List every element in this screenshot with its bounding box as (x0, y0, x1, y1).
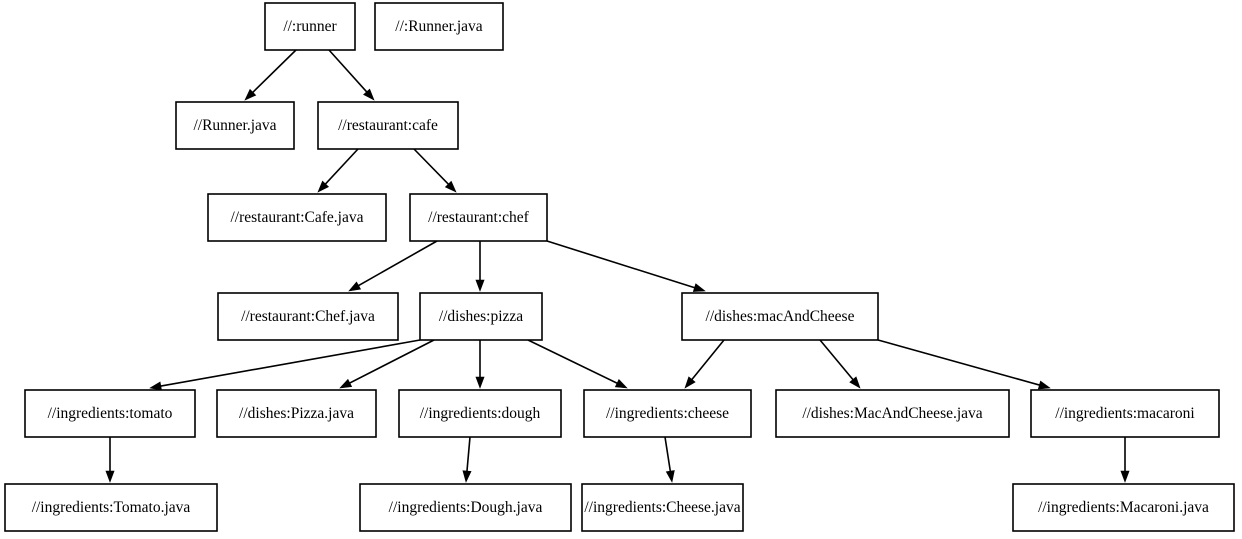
graph-node-restaurant_cafe[interactable]: //restaurant:cafe (317, 101, 459, 150)
node-label-dishes_pizza_java: //dishes:Pizza.java (239, 405, 354, 422)
node-box-ingredients_macaroni[interactable] (1030, 389, 1220, 438)
node-box-restaurant_chef_java[interactable] (217, 292, 399, 341)
arrowhead-restaurant_cafe-to-restaurant_cafe_java (317, 180, 330, 193)
graph-node-ingredients_tomato[interactable]: //ingredients:tomato (24, 389, 196, 438)
edge-line-dishes_pizza-to-ingredients_cheese (527, 339, 619, 385)
node-box-ingredients_tomato[interactable] (24, 389, 196, 438)
node-label-tomato_java: //ingredients:Tomato.java (32, 499, 191, 516)
graph-node-restaurant_chef_java[interactable]: //restaurant:Chef.java (217, 292, 399, 341)
edges-layer (105, 49, 1130, 483)
node-label-runner_java_root: //:Runner.java (395, 18, 483, 35)
arrowhead-dishes_pizza-to-ingredients_tomato (149, 381, 162, 391)
node-label-ingredients_macaroni: //ingredients:macaroni (1055, 405, 1195, 422)
node-box-dishes_pizza_java[interactable] (216, 389, 377, 438)
arrowhead-dishes_pizza-to-ingredients_cheese (614, 378, 628, 389)
arrowhead-dishes_macandcheese-to-dishes_mac_java (849, 376, 861, 389)
arrowhead-ingredients_tomato-to-tomato_java (105, 470, 115, 483)
graph-node-dough_java[interactable]: //ingredients:Dough.java (359, 483, 572, 532)
node-label-runner_java: //Runner.java (193, 117, 276, 134)
edge-line-runner-to-restaurant_cafe (328, 49, 369, 94)
node-label-dishes_pizza: //dishes:pizza (439, 308, 523, 325)
node-box-dishes_pizza[interactable] (419, 292, 543, 341)
edge-line-dishes_pizza-to-dishes_pizza_java (348, 339, 435, 385)
graph-node-runner_java[interactable]: //Runner.java (175, 101, 295, 150)
arrowhead-ingredients_macaroni-to-macaroni_java (1120, 470, 1130, 483)
edge-line-restaurant_chef-to-restaurant_chef_java (356, 240, 438, 288)
node-label-restaurant_chef: //restaurant:chef (428, 209, 530, 226)
graph-node-dishes_pizza[interactable]: //dishes:pizza (419, 292, 543, 341)
graph-node-runner_java_root[interactable]: //:Runner.java (374, 2, 504, 51)
edge-line-dishes_pizza-to-ingredients_tomato (159, 339, 421, 388)
graph-node-cheese_java[interactable]: //ingredients:Cheese.java (581, 483, 744, 532)
node-label-restaurant_cafe: //restaurant:cafe (338, 117, 438, 134)
arrowhead-ingredients_dough-to-dough_java (462, 470, 472, 483)
node-label-ingredients_dough: //ingredients:dough (420, 405, 541, 422)
edge-line-restaurant_cafe-to-restaurant_cafe_java (323, 148, 359, 186)
node-label-ingredients_cheese: //ingredients:cheese (606, 405, 729, 422)
node-label-runner: //:runner (283, 18, 337, 35)
node-box-restaurant_chef[interactable] (409, 193, 548, 242)
graph-node-dishes_macandcheese[interactable]: //dishes:macAndCheese (681, 292, 879, 341)
node-box-cheese_java[interactable] (581, 483, 744, 532)
graph-node-dishes_pizza_java[interactable]: //dishes:Pizza.java (216, 389, 377, 438)
arrowhead-restaurant_chef-to-dishes_pizza (475, 279, 485, 292)
graph-node-macaroni_java[interactable]: //ingredients:Macaroni.java (1012, 483, 1235, 532)
edge-line-dishes_macandcheese-to-ingredients_macaroni (877, 339, 1042, 387)
graph-node-ingredients_macaroni[interactable]: //ingredients:macaroni (1030, 389, 1220, 438)
arrowhead-dishes_macandcheese-to-ingredients_macaroni (1037, 380, 1051, 390)
node-label-dough_java: //ingredients:Dough.java (389, 499, 543, 516)
node-label-cheese_java: //ingredients:Cheese.java (584, 499, 740, 516)
edge-line-ingredients_dough-to-dough_java (466, 436, 471, 473)
arrowhead-restaurant_cafe-to-restaurant_chef (444, 180, 457, 193)
node-label-restaurant_chef_java: //restaurant:Chef.java (241, 308, 375, 325)
node-box-restaurant_cafe[interactable] (317, 101, 459, 150)
node-label-dishes_mac_java: //dishes:MacAndCheese.java (802, 405, 982, 422)
arrowhead-dishes_pizza-to-dishes_pizza_java (339, 378, 353, 389)
node-box-runner[interactable] (264, 2, 356, 51)
edge-line-restaurant_cafe-to-restaurant_chef (413, 148, 450, 186)
edge-line-ingredients_cheese-to-cheese_java (664, 436, 672, 473)
arrowhead-runner-to-runner_java (244, 88, 257, 101)
edge-line-dishes_macandcheese-to-dishes_mac_java (819, 339, 855, 382)
nodes-layer: //:runner //:Runner.java //Runner.java //re… (4, 2, 1235, 532)
edge-line-runner-to-runner_java (251, 49, 297, 94)
node-box-runner_java_root[interactable] (374, 2, 504, 51)
node-label-macaroni_java: //ingredients:Macaroni.java (1038, 499, 1209, 516)
node-box-macaroni_java[interactable] (1012, 483, 1235, 532)
graph-node-ingredients_dough[interactable]: //ingredients:dough (398, 389, 562, 438)
graph-node-ingredients_cheese[interactable]: //ingredients:cheese (583, 389, 752, 438)
arrowhead-ingredients_cheese-to-cheese_java (665, 470, 675, 483)
graph-node-restaurant_cafe_java[interactable]: //restaurant:Cafe.java (207, 193, 387, 242)
edge-line-dishes_macandcheese-to-ingredients_cheese (690, 339, 725, 382)
node-box-tomato_java[interactable] (4, 483, 218, 532)
graph-node-runner[interactable]: //:runner (264, 2, 356, 51)
node-label-ingredients_tomato: //ingredients:tomato (48, 405, 173, 422)
arrowhead-restaurant_chef-to-restaurant_chef_java (348, 281, 362, 292)
node-box-dishes_mac_java[interactable] (775, 389, 1010, 438)
node-box-restaurant_cafe_java[interactable] (207, 193, 387, 242)
node-box-runner_java[interactable] (175, 101, 295, 150)
node-label-dishes_macandcheese: //dishes:macAndCheese (706, 308, 855, 325)
arrowhead-dishes_macandcheese-to-ingredients_cheese (684, 376, 696, 389)
node-label-restaurant_cafe_java: //restaurant:Cafe.java (231, 209, 364, 226)
edge-line-restaurant_chef-to-dishes_macandcheese (546, 240, 697, 289)
node-box-dishes_macandcheese[interactable] (681, 292, 879, 341)
node-box-ingredients_dough[interactable] (398, 389, 562, 438)
arrowhead-runner-to-restaurant_cafe (363, 88, 375, 101)
node-box-dough_java[interactable] (359, 483, 572, 532)
graph-node-restaurant_chef[interactable]: //restaurant:chef (409, 193, 548, 242)
graph-node-dishes_mac_java[interactable]: //dishes:MacAndCheese.java (775, 389, 1010, 438)
graph-node-tomato_java[interactable]: //ingredients:Tomato.java (4, 483, 218, 532)
arrowhead-dishes_pizza-to-ingredients_dough (475, 376, 485, 389)
arrowhead-restaurant_chef-to-dishes_macandcheese (692, 283, 706, 292)
node-box-ingredients_cheese[interactable] (583, 389, 752, 438)
